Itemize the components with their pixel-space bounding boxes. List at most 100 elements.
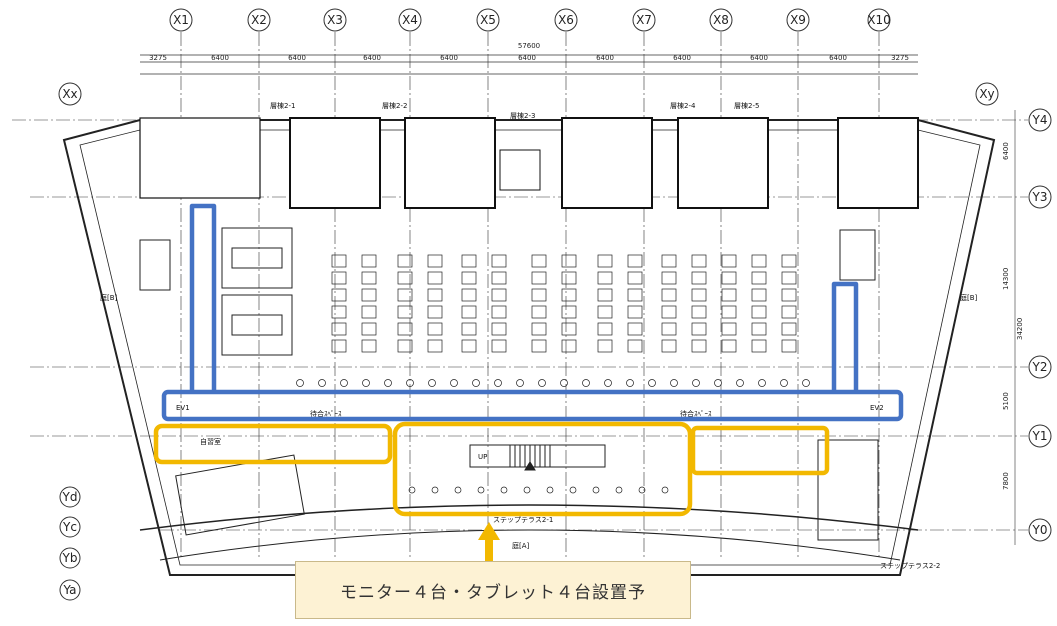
desk bbox=[397, 254, 413, 268]
desk bbox=[661, 339, 677, 353]
svg-text:3275: 3275 bbox=[149, 54, 167, 62]
svg-text:層棟2-5: 層棟2-5 bbox=[734, 101, 759, 110]
svg-text:ステップテラス2-1: ステップテラス2-1 bbox=[493, 516, 553, 524]
desk-rows bbox=[296, 254, 810, 494]
chair bbox=[626, 379, 634, 387]
grid-labels-top: X1 X2 X3 X4 X5 X6 X7 X8 X9 X10 bbox=[173, 13, 891, 27]
desk bbox=[561, 254, 577, 268]
central-stair bbox=[175, 439, 879, 541]
svg-text:6400: 6400 bbox=[1002, 142, 1010, 160]
stool bbox=[454, 486, 462, 494]
grid-x1-label: X1 bbox=[173, 13, 189, 27]
desk bbox=[721, 339, 737, 353]
desk bbox=[781, 322, 797, 336]
grid-x2-label: X2 bbox=[251, 13, 267, 27]
svg-text:6400: 6400 bbox=[596, 54, 614, 62]
svg-text:待合ｽﾍﾟｰｽ: 待合ｽﾍﾟｰｽ bbox=[680, 409, 712, 418]
svg-text:6400: 6400 bbox=[673, 54, 691, 62]
stool bbox=[569, 486, 577, 494]
stool bbox=[592, 486, 600, 494]
desk bbox=[627, 271, 643, 285]
desk bbox=[531, 271, 547, 285]
desk bbox=[721, 288, 737, 302]
meeting-rooms bbox=[139, 227, 876, 356]
desk bbox=[461, 254, 477, 268]
desk bbox=[397, 271, 413, 285]
svg-text:EV2: EV2 bbox=[870, 404, 884, 412]
desk bbox=[491, 305, 507, 319]
desk bbox=[427, 288, 443, 302]
grid-labels-side: Xx Xy Y4 Y3 Y2 Y1 Y0 Yd Yc Yb Ya 6400 14… bbox=[62, 87, 1048, 597]
svg-text:層棟2-2: 層棟2-2 bbox=[382, 101, 407, 110]
desk bbox=[461, 271, 477, 285]
desk bbox=[781, 339, 797, 353]
bay-dimensions: 3275 6400 6400 6400 6400 6400 6400 6400 … bbox=[149, 54, 909, 62]
desk bbox=[661, 254, 677, 268]
grid-x8-label: X8 bbox=[713, 13, 729, 27]
desk bbox=[561, 339, 577, 353]
desk bbox=[461, 339, 477, 353]
chair bbox=[450, 379, 458, 387]
desk bbox=[397, 288, 413, 302]
svg-text:Y3: Y3 bbox=[1032, 190, 1048, 204]
grid-axes-top bbox=[169, 8, 891, 560]
desk bbox=[691, 254, 707, 268]
stool bbox=[661, 486, 669, 494]
desk bbox=[597, 271, 613, 285]
grid-x9-label: X9 bbox=[790, 13, 806, 27]
stool bbox=[523, 486, 531, 494]
desk bbox=[361, 305, 377, 319]
svg-text:14300: 14300 bbox=[1002, 268, 1010, 290]
service-cores bbox=[139, 117, 919, 209]
desk bbox=[721, 322, 737, 336]
svg-text:34200: 34200 bbox=[1016, 318, 1024, 340]
svg-text:庭[B]: 庭[B] bbox=[100, 293, 118, 302]
svg-text:Ya: Ya bbox=[62, 583, 76, 597]
desk bbox=[491, 339, 507, 353]
blue-highlight bbox=[161, 203, 904, 422]
svg-text:6400: 6400 bbox=[829, 54, 847, 62]
svg-text:Y1: Y1 bbox=[1032, 429, 1048, 443]
desk bbox=[531, 288, 547, 302]
svg-text:6400: 6400 bbox=[750, 54, 768, 62]
chair bbox=[692, 379, 700, 387]
desk bbox=[721, 271, 737, 285]
svg-text:Y0: Y0 bbox=[1032, 523, 1048, 537]
svg-text:6400: 6400 bbox=[211, 54, 229, 62]
desk bbox=[427, 254, 443, 268]
desk bbox=[427, 322, 443, 336]
desk bbox=[461, 288, 477, 302]
svg-text:待合ｽﾍﾟｰｽ: 待合ｽﾍﾟｰｽ bbox=[310, 409, 342, 418]
desk bbox=[491, 271, 507, 285]
desk bbox=[361, 254, 377, 268]
callout-note: モニター４台・タブレット４台設置予 bbox=[295, 561, 691, 619]
desk bbox=[561, 305, 577, 319]
stool bbox=[638, 486, 646, 494]
desk bbox=[661, 305, 677, 319]
chair bbox=[736, 379, 744, 387]
desk bbox=[721, 305, 737, 319]
svg-text:Yd: Yd bbox=[62, 490, 78, 504]
desk bbox=[627, 254, 643, 268]
desk bbox=[461, 305, 477, 319]
desk bbox=[461, 322, 477, 336]
svg-text:3275: 3275 bbox=[891, 54, 909, 62]
desk bbox=[491, 322, 507, 336]
chair bbox=[560, 379, 568, 387]
desk bbox=[531, 254, 547, 268]
desk bbox=[331, 322, 347, 336]
desk bbox=[661, 271, 677, 285]
chair bbox=[604, 379, 612, 387]
stool bbox=[431, 486, 439, 494]
desk bbox=[781, 271, 797, 285]
desk bbox=[427, 339, 443, 353]
svg-text:層棟2-4: 層棟2-4 bbox=[670, 101, 696, 110]
desk bbox=[781, 305, 797, 319]
svg-text:5100: 5100 bbox=[1002, 392, 1010, 410]
chair bbox=[582, 379, 590, 387]
desk bbox=[331, 254, 347, 268]
stair-up-label: UP bbox=[478, 453, 487, 461]
chair bbox=[406, 379, 414, 387]
desk bbox=[597, 288, 613, 302]
desk bbox=[361, 288, 377, 302]
